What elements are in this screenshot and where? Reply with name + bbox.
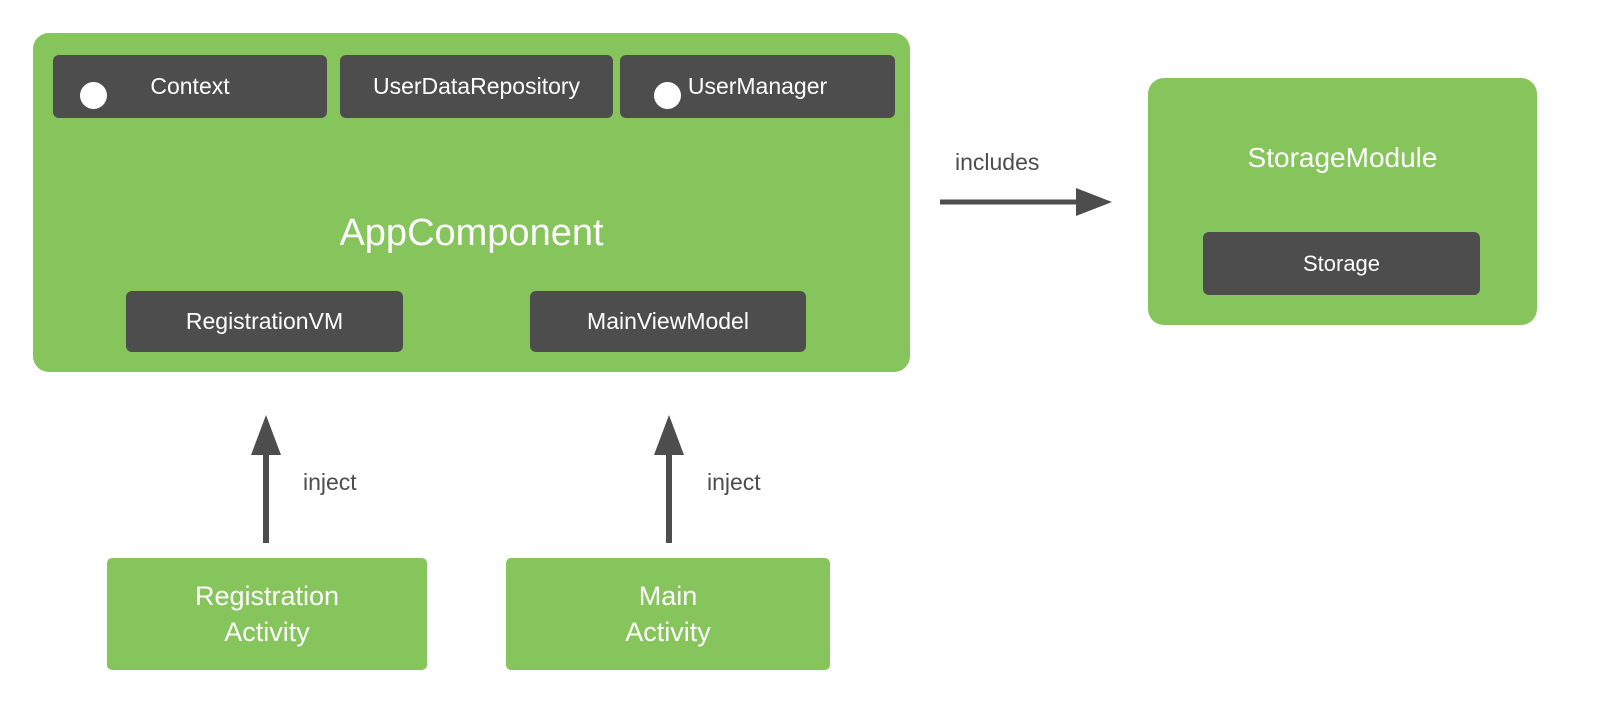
edge-label-inject-registration: inject <box>303 469 357 495</box>
edge-label-includes: includes <box>955 149 1040 175</box>
dependency-chip-label: Context <box>150 73 230 99</box>
inject-arrow-up-icon-registration <box>251 415 281 543</box>
storage-module-panel[interactable]: StorageModule Storage <box>1148 78 1537 325</box>
injected-member-chip-registrationvm[interactable]: RegistrationVM <box>126 291 403 352</box>
dependency-chip-userdatarepository[interactable]: UserDataRepository <box>340 55 613 118</box>
activity-box-main[interactable]: Main Activity <box>506 558 830 670</box>
activity-box-registration[interactable]: Registration Activity <box>107 558 427 670</box>
activity-label-line1: Main <box>638 581 698 611</box>
injected-member-chip-label: MainViewModel <box>587 308 749 334</box>
edge-label-inject-main: inject <box>707 469 761 495</box>
injected-member-chip-label: RegistrationVM <box>185 308 344 334</box>
inject-arrow-up-icon-main <box>654 415 684 543</box>
app-component-title: AppComponent <box>339 212 604 254</box>
activity-label-line2: Activity <box>625 617 711 647</box>
activity-label-line1: Registration <box>194 581 340 611</box>
app-component-panel[interactable]: Context UserDataRepository UserManager A… <box>33 33 910 372</box>
activity-label-line2: Activity <box>224 617 310 647</box>
dependency-chip-label: UserManager <box>687 73 828 99</box>
provided-binding-chip-storage[interactable]: Storage <box>1203 232 1480 295</box>
provided-binding-chip-label: Storage <box>1302 250 1381 276</box>
exposed-dependency-dot-usermanager <box>654 82 681 109</box>
storage-module-title: StorageModule <box>1247 142 1438 173</box>
dependency-chip-label: UserDataRepository <box>372 73 581 99</box>
exposed-dependency-dot-context <box>80 82 107 109</box>
injected-member-chip-mainviewmodel[interactable]: MainViewModel <box>530 291 806 352</box>
includes-arrow-icon <box>940 188 1112 216</box>
